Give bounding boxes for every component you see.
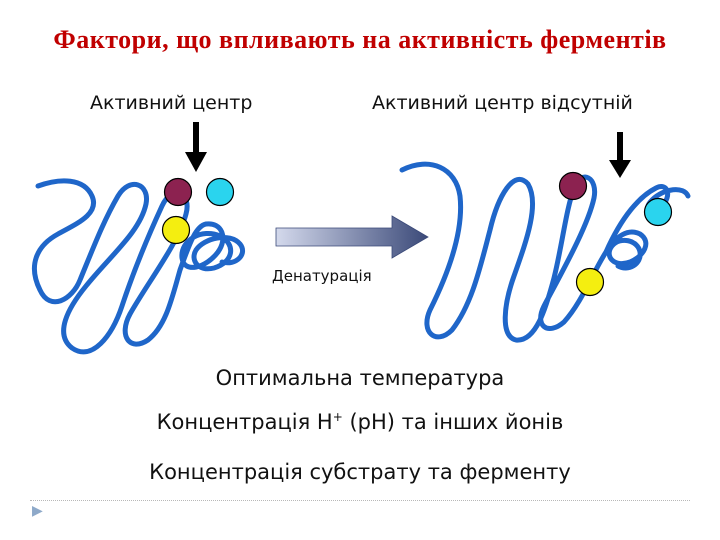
- factor-ph-superscript: +: [332, 410, 343, 424]
- residue-maroon-native: [163, 177, 193, 207]
- factor-ph: Концентрація Н+ (рН) та інших йонів: [0, 410, 720, 434]
- residue-cyan-native: [205, 177, 235, 207]
- native-protein-chain: [31, 178, 246, 355]
- factor-temperature: Оптимальна температура: [215, 366, 505, 390]
- footer-divider: [30, 500, 690, 501]
- denaturation-label: Денатурація: [272, 267, 372, 285]
- residue-cyan-denatured: [643, 197, 673, 227]
- slide-title: Фактори, що впливають на активність ферм…: [53, 25, 667, 54]
- residue-maroon-denatured: [558, 171, 588, 201]
- label-active-center-absent: Активний центр відсутній: [372, 92, 633, 114]
- absent-center-pointer-arrow: [609, 132, 631, 178]
- denaturation-arrow: [275, 215, 429, 259]
- slide-bullet-icon: ▶: [32, 503, 43, 519]
- factor-ph-suffix: (рН) та інших йонів: [342, 410, 564, 434]
- label-active-center: Активний центр: [90, 92, 253, 114]
- residue-yellow-denatured: [575, 267, 605, 297]
- residue-yellow-native: [161, 215, 191, 245]
- factor-substrate: Концентрація субстрату та ферменту: [149, 460, 571, 484]
- factor-ph-prefix: Концентрація Н: [156, 410, 333, 434]
- denatured-protein-chain: [399, 161, 691, 343]
- active-center-pointer-arrow: [185, 122, 207, 172]
